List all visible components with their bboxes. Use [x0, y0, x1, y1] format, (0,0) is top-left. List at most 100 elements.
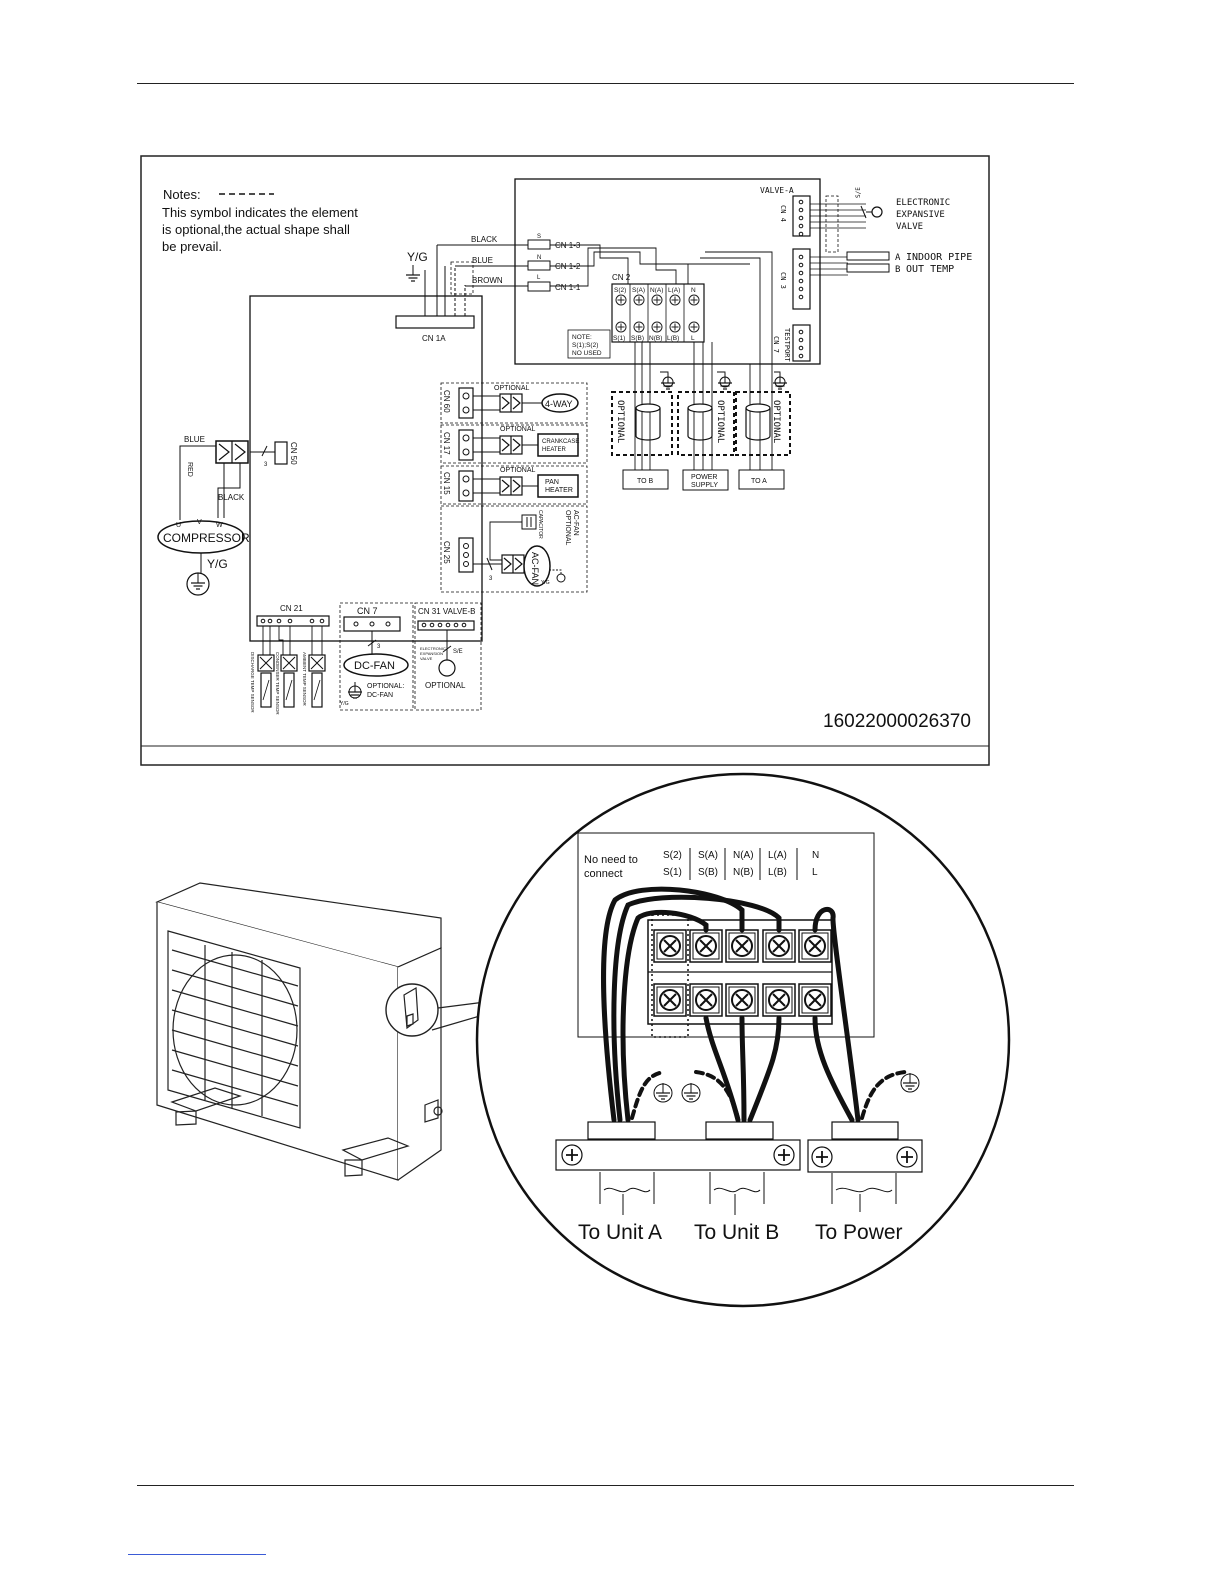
indoor-pipe-sensor: [846, 251, 890, 261]
cn2-top-4: N: [691, 287, 696, 294]
cn2-top-3: L(A): [668, 287, 680, 294]
cn2-top-2: N(A): [650, 287, 663, 294]
cn60-label: CN 60: [442, 390, 451, 413]
cn31-label: CN 31 VALVE-B: [418, 607, 476, 616]
filter-to-a: OPTIONAL: [735, 391, 791, 456]
cn3-label: CN 3: [779, 272, 787, 289]
cn31-optional-label: OPTIONAL: [425, 681, 466, 690]
eev-symbol: [871, 206, 883, 218]
sensor-label-2: CONDENSER TEMP SENSOR: [275, 652, 280, 715]
load-cn25: CN 25 3 CAPACITOR AC-FAN OPTIONAL AC-FAN…: [440, 505, 588, 593]
zoom-bottom-3: L(B): [768, 867, 787, 878]
cn31-se-label: S/E: [453, 649, 463, 655]
to-b-label: TO B: [637, 478, 654, 485]
filter-optional-label-2: OPTIONAL: [715, 400, 725, 443]
note-line-1: NOTE:: [572, 334, 592, 341]
dc-fan-label: DC-FAN: [354, 660, 395, 672]
power-label-1: POWER: [691, 474, 717, 481]
eev-small-2: EXPANSION: [420, 651, 443, 656]
cn25-label: CN 25: [442, 541, 451, 564]
cn7-label: CN 7: [772, 336, 780, 353]
notes-block: Notes: This symbol indicates the element…: [162, 187, 358, 254]
zoom-bottom-1: S(B): [698, 867, 718, 878]
valve-a-label: VALVE-A: [760, 186, 794, 195]
to-b-box: [622, 469, 669, 490]
power-label-2: SUPPLY: [691, 482, 718, 489]
cn50-label: CN 50: [289, 442, 298, 465]
terminal-s-label: S: [537, 234, 541, 240]
compressor-block: BLUE 3 CN 50 RED BLACK U V W COMPRESSOR …: [157, 435, 298, 596]
opt-acfan-label-1: OPTIONAL: [564, 510, 571, 546]
part-number: 16022000026370: [823, 711, 971, 732]
pipe-b-label: B: [895, 265, 900, 275]
ground-icon: [405, 264, 421, 282]
comp-blue-label: BLUE: [184, 435, 205, 444]
cn7-connector: [792, 324, 811, 362]
eev-small-1: ELECTRONIC: [420, 646, 446, 651]
cn25-three: 3: [489, 576, 493, 582]
comp-three: 3: [264, 462, 268, 468]
opt-dcfan-label-1: OPTIONAL:: [367, 683, 404, 690]
note-box: [567, 329, 611, 359]
wire-black-label: BLACK: [471, 235, 498, 244]
dcfan-yg-label: Y/G: [340, 701, 349, 707]
comp-yg-label: Y/G: [207, 557, 228, 571]
comp-red-label: RED: [186, 462, 193, 477]
cn2-label: CN 2: [612, 273, 631, 282]
indoor-pipe-label: INDOOR PIPE: [906, 252, 972, 263]
filter-optional-label-3: OPTIONAL: [771, 400, 781, 443]
to-unit-b-label: To Unit B: [694, 1221, 779, 1244]
ac-fan-label: AC-FAN: [530, 552, 540, 585]
cn21-block: CN 21 DISCHARGE TEMP SENSOR CONDENSER TE…: [250, 604, 330, 715]
eev-label-1: ELECTRONIC: [896, 198, 950, 208]
cn2-bottom-0: S(1): [613, 335, 625, 342]
crankcase-label-2: HEATER: [542, 447, 567, 453]
zoom-top-3: L(A): [768, 850, 787, 861]
to-power-label: To Power: [815, 1221, 903, 1244]
pan-label-1: PAN: [545, 479, 559, 486]
cn2-bottom-2: N(B): [649, 335, 662, 342]
footer-link[interactable]: [128, 1554, 266, 1555]
eev-small-3: VALVE: [420, 656, 433, 661]
cn2-bottom-1: S(B): [631, 335, 644, 342]
filter-ground-icons: [660, 372, 788, 390]
note-line-3: NO USED: [572, 350, 602, 357]
capacitor-label: CAPACITOR: [537, 510, 543, 539]
cn2-bottom-3: L(B): [667, 335, 679, 342]
sensor-label-1: DISCHARGE TEMP SENSOR: [250, 652, 255, 713]
cn15-optional: OPTIONAL: [500, 467, 536, 474]
comp-black-label: BLACK: [218, 493, 245, 502]
opt-dcfan-label-2: DC-FAN: [367, 692, 393, 699]
zoom-top-0: S(2): [663, 850, 682, 861]
zoom-top-2: N(A): [733, 850, 754, 861]
cn2-terminals: S(2) S(A) N(A) L(A) N S(1) S(B) N(B) L(B…: [613, 284, 700, 342]
cn1a-label: CN 1A: [422, 334, 446, 343]
pan-label-2: HEATER: [545, 487, 573, 494]
se-label: S/E: [855, 187, 862, 198]
zoom-detail: No need to connect S(2) S(A) N(A) L(A) N…: [475, 772, 1011, 1308]
comp-w-label: W: [216, 522, 223, 529]
yg-label: Y/G: [407, 250, 428, 264]
load-cn60: OPTIONAL CN 60 4-WAY: [440, 382, 588, 424]
compressor-label: COMPRESSOR: [163, 531, 250, 545]
terminal-n-label: N: [537, 255, 541, 261]
main-control-board: [249, 295, 483, 642]
filter-optional-label-1: OPTIONAL: [615, 400, 625, 443]
zoom-top-1: S(A): [698, 850, 718, 861]
load-cn15: OPTIONAL CN 15 PAN HEATER: [440, 465, 588, 505]
footer-rule: [137, 1485, 1074, 1486]
comp-v-label: V: [197, 519, 202, 526]
four-way-label: 4-WAY: [545, 399, 573, 409]
cn12-label: CN 1-2: [555, 262, 581, 271]
test-port-label: TESTPORT: [783, 328, 791, 363]
wire-brown-label: BROWN: [472, 276, 503, 285]
connector-pins: [798, 199, 804, 359]
notes-line-2: is optional,the actual shape shall: [162, 222, 350, 237]
cn60-optional: OPTIONAL: [494, 385, 530, 392]
comp-u-label: U: [176, 522, 181, 529]
out-temp-sensor: [846, 263, 890, 273]
cn17-optional: OPTIONAL: [500, 426, 536, 433]
cn17-label: CN 17: [442, 432, 451, 455]
diagram-frame: [140, 155, 990, 766]
